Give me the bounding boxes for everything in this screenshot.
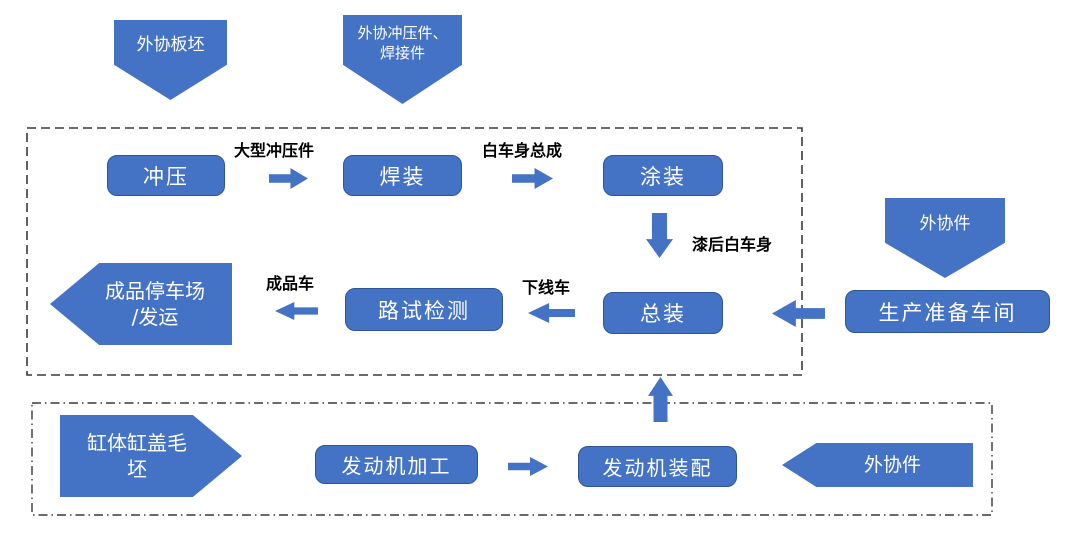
label-finished-car: 成品车	[266, 274, 315, 293]
pentagon-label-line2: 焊接件	[379, 43, 425, 62]
node-welding: 焊装	[343, 155, 462, 196]
pentagon-supplier-parts-engine: 外协件	[782, 443, 973, 487]
pentagon-label-line2: 坯	[127, 457, 147, 481]
pentagon-label: 外协件	[863, 453, 921, 476]
label-body-in-white-assembly: 白车身总成	[482, 141, 563, 160]
node-road-test-inspection: 路试检测	[345, 288, 503, 331]
label-offline-car: 下线车	[522, 278, 571, 297]
pentagon-label: 外协件	[919, 214, 971, 234]
label-painted-body-in-white: 漆后白车身	[692, 235, 773, 254]
pentagon-label-line1: 成品停车场	[105, 279, 205, 303]
node-engine-assembly: 发动机装配	[578, 446, 737, 487]
label-large-stampings: 大型冲压件	[234, 141, 315, 160]
node-stamping: 冲压	[107, 155, 225, 196]
node-painting: 涂装	[603, 155, 723, 196]
pentagon-label-line1: 缸体缸盖毛	[87, 431, 187, 455]
node-engine-machining: 发动机加工	[315, 445, 478, 484]
pentagon-label-line2: /发运	[131, 305, 179, 329]
node-production-prep-workshop: 生产准备车间	[845, 290, 1050, 333]
node-final-assembly: 总装	[603, 292, 723, 334]
pentagon-label: 外协板坯	[136, 35, 205, 55]
pentagon-label-line1: 外协冲压件、	[357, 24, 448, 42]
vehicle-plant-boundary	[26, 127, 803, 376]
